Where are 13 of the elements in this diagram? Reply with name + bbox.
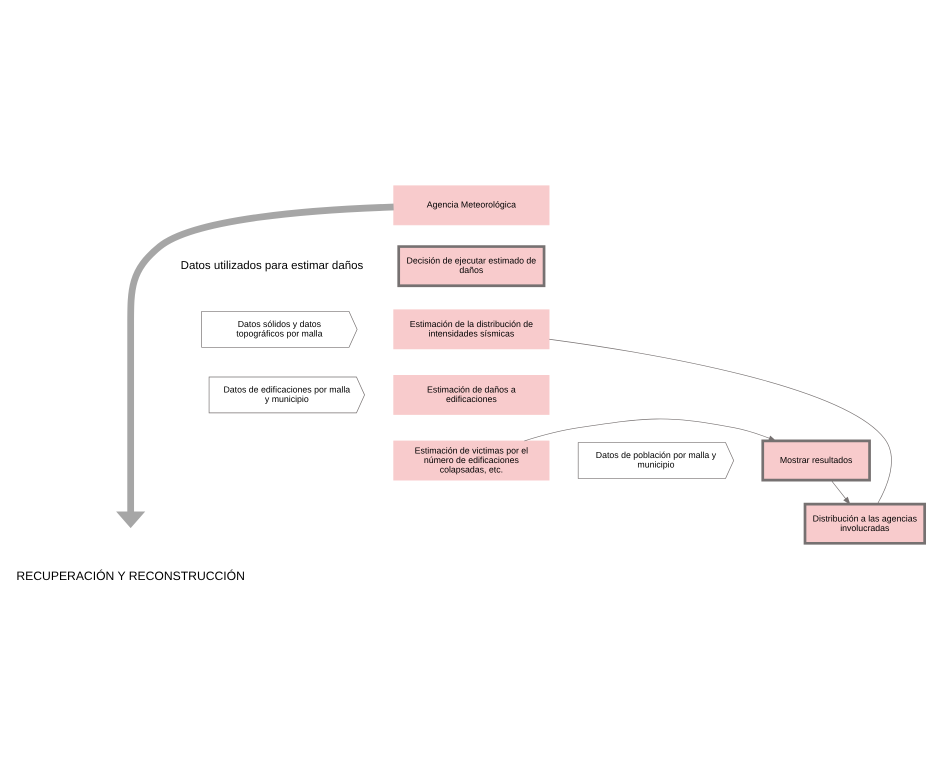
label: Datos utilizados para estimar daños	[180, 260, 364, 272]
node-box: Estimación de daños a edificaciones	[393, 375, 550, 415]
arrow	[830, 480, 850, 505]
node-box: Mostrar resultados	[761, 440, 871, 482]
node-box: Estimación de la distribución de intensidades sísmicas	[393, 309, 550, 350]
connector	[548, 338, 892, 504]
node-box: Distribución a las agencias involucradas	[804, 502, 926, 545]
label: RECUPERACIÓN Y RECONSTRUCCIÓN	[16, 569, 245, 584]
node-box: Decisión de ejecutar estimado de daños	[397, 245, 546, 288]
arrow	[524, 418, 777, 442]
node-box: Agencia Meteorológica	[393, 185, 550, 226]
arrow	[116, 204, 394, 528]
node-box: Estimación de victimas por el número de edificaciones colapsadas, etc.	[393, 440, 550, 480]
